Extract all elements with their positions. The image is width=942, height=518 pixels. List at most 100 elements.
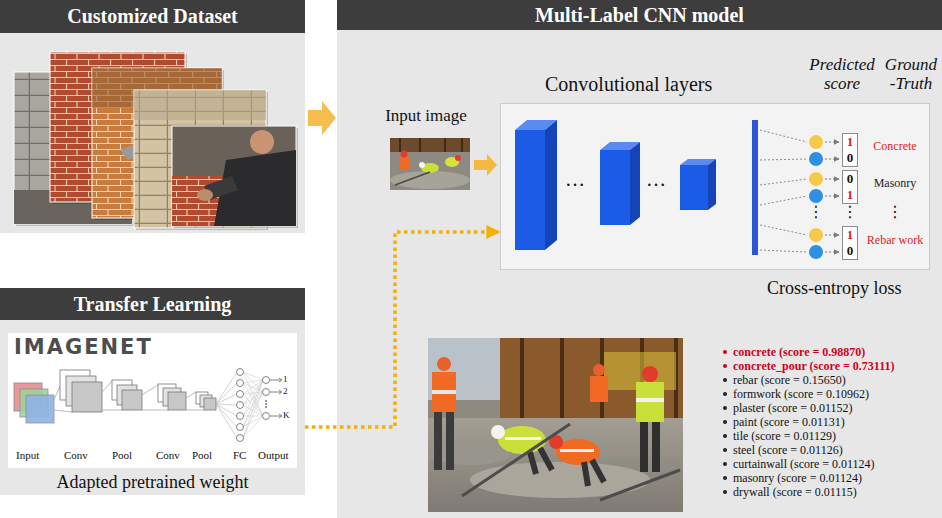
imagenet-network-part [237,402,244,409]
diagram-label: IMAGENET [14,335,153,359]
label-holder: Rebar work [862,233,928,248]
circle-to-truth-arrows-part [825,252,839,253]
diagram-label: Cross-entropy loss [767,278,902,299]
conv-layer-blocks-part [630,142,640,225]
imagenet-network-part [265,400,267,408]
imagenet-network-part [8,333,297,468]
truth-digit: 0 [843,243,857,259]
output-circles-part [809,245,823,259]
imagenet-network-part [237,369,244,376]
dataset-photo-stack-part [250,130,274,154]
label-holder: Masonry [862,176,928,191]
label-holder: drywall (score = 0.01115) [733,485,857,499]
imagenet-network-part [216,372,237,438]
input-image-photo-part [390,138,470,152]
circle-to-truth-arrows-part [825,196,839,197]
circle-to-truth-arrows-part [825,142,839,143]
label-holder: concrete (score = 0.98870) [733,345,865,359]
header-bar: Customized Dataset [0,0,305,33]
label-holder: Pool [112,449,132,461]
score-lines [760,130,807,252]
label-holder: curtainwall (score = 0.01124) [733,457,875,471]
diagram-label: Pool [192,449,212,461]
bullet-dot [723,350,727,354]
input-image-photo-part [399,157,409,170]
label-holder: FC [233,449,246,461]
label-holder: Output [258,449,289,461]
diagram-label: 2 [283,386,288,396]
imagenet-network-part [265,400,267,402]
label-holder: Predicted score [803,55,881,93]
input-image-photo [390,138,470,190]
prediction-photo-part [652,420,660,472]
label-holder: ⋮ [885,204,905,220]
diagram-label: Input [16,449,39,461]
prediction-photo-part [432,390,456,394]
output-circles-part [809,152,823,166]
prediction-photo-part [434,410,442,470]
imagenet-network-part [237,391,244,398]
bullet-dot [723,364,727,368]
label-holder: paint (score = 0.01131) [733,415,845,429]
panel-caption: Adapted pretrained weight [0,472,305,493]
input-image-photo-part [401,151,408,158]
imagenet-network-part [263,389,270,396]
label-holder: ⋮ [840,204,860,220]
imagenet-network-part [265,406,267,408]
diagram-label: ⋮ [885,204,905,220]
label-holder: 2 [283,386,288,396]
frame-heading: Convolutional layers [545,73,712,96]
diagram-label: Pool [112,449,132,461]
output-circles [809,135,823,259]
dataset-photo-stack-part [197,189,213,201]
score-line: drywall (score = 0.01115) [733,485,857,499]
conv-layer-blocks-part [600,150,630,225]
output-circles-part [809,135,823,149]
input-image-photo-part [395,172,430,185]
score-line: concrete_pour (score = 0.73111) [733,359,894,373]
header-bar: Transfer Learning [0,288,305,320]
diagram-label: Conv [156,449,180,461]
diagram-label: K [283,410,290,420]
prediction-photo-part [593,364,605,376]
conv-layer-blocks [515,120,758,255]
imagenet-network-part [72,382,102,412]
imagenet-network-part [270,380,281,416]
label-holder: Ground -Truth [881,55,941,93]
prediction-photo-part [640,420,648,472]
input-image-photo-part [390,171,470,189]
label-holder: K [283,410,290,420]
label-holder: tile (score = 0.01129) [733,429,836,443]
diagram-label: Ground -Truth [881,55,941,93]
label-holder: plaster (score = 0.01152) [733,401,853,415]
label-holder: concrete_pour (score = 0.73111) [733,359,894,373]
score-line: concrete (score = 0.98870) [733,345,865,359]
prediction-photo-part [491,425,505,439]
diagram-label: FC [233,449,246,461]
prediction-photo [428,338,683,512]
diagram-label: … [643,168,669,191]
label-holder: Concrete [862,139,928,154]
diagram-label: 1 [283,374,288,384]
diagram-label: ⋮ [806,204,826,220]
imagenet-network-part [243,372,263,438]
bullet-dot [723,392,727,396]
score-line: formwork (score = 0.10962) [733,387,869,401]
dataset-photo-stack-part [172,126,296,226]
dataset-photo-stack-part [172,130,296,226]
prediction-photo-part [505,437,541,440]
circle-to-truth-arrows [825,142,839,252]
score-line: steel (score = 0.01126) [733,443,843,457]
truth-box: 01 [842,170,858,204]
label-holder: 1 [283,374,288,384]
truth-box: 10 [842,226,858,260]
dataset-photo-stack [14,52,298,230]
diagram-label: Conv [64,449,88,461]
panel-title: Customized Dataset [67,5,238,28]
imagenet-network-part [237,380,244,387]
score-line: paint (score = 0.01131) [733,415,845,429]
weight-transfer-line [305,232,499,427]
imagenet-network [8,333,297,468]
diagram-label: Predicted score [803,55,881,93]
